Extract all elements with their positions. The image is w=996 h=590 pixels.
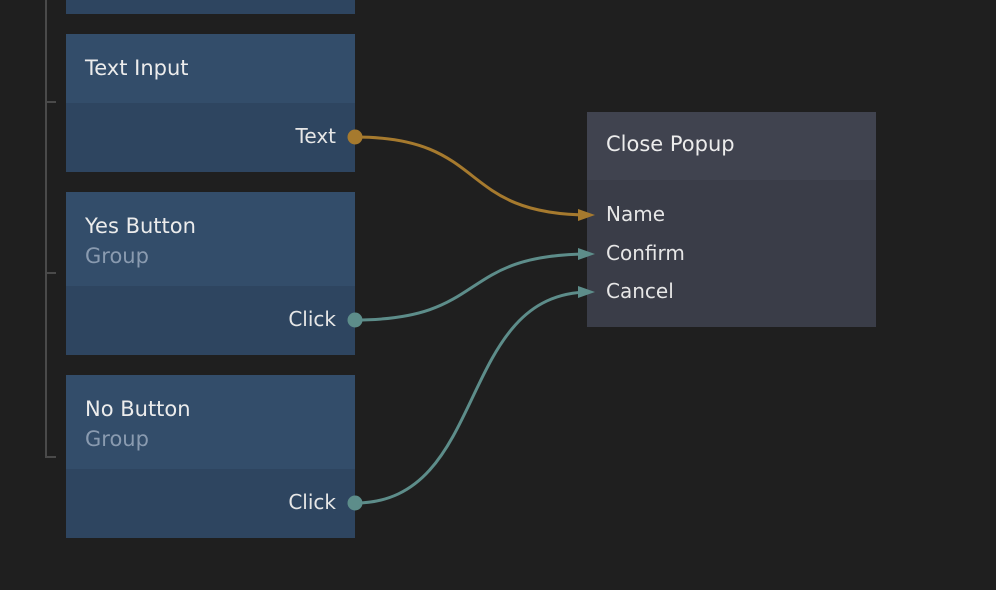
node-title: No Button [85, 397, 191, 421]
node-title: Yes Button [85, 214, 196, 238]
wire-text-to-name[interactable] [354, 135, 591, 217]
port-label-text: Text [295, 124, 336, 148]
node-no-button[interactable]: No Button Group Click [66, 375, 355, 538]
node-title: Close Popup [606, 132, 735, 156]
node-header: Close Popup [587, 112, 876, 180]
node-header: Yes Button Group [66, 192, 355, 286]
partial-node-top[interactable] [66, 0, 355, 14]
node-yes-button[interactable]: Yes Button Group Click [66, 192, 355, 355]
hierarchy-tick-text-input [45, 101, 56, 103]
port-label-cancel: Cancel [606, 279, 674, 303]
port-label-click: Click [288, 490, 336, 514]
port-label-click: Click [288, 307, 336, 331]
wire-no-click-to-cancel[interactable] [354, 290, 591, 505]
wire-yes-click-to-confirm[interactable] [354, 252, 591, 322]
port-label-confirm: Confirm [606, 241, 685, 265]
node-title: Text Input [85, 56, 189, 80]
output-port-dot-text[interactable] [347, 129, 363, 145]
node-subtitle: Group [85, 244, 149, 268]
port-label-name: Name [606, 202, 666, 226]
node-header: No Button Group [66, 375, 355, 469]
node-close-popup[interactable]: Close Popup Name Confirm Cancel [587, 112, 876, 327]
hierarchy-tick-no-button [45, 456, 56, 458]
hierarchy-tick-yes-button [45, 272, 56, 274]
output-port-dot-no-click[interactable] [347, 495, 363, 511]
node-text-input[interactable]: Text Input Text [66, 34, 355, 172]
input-arrow-name-icon [578, 209, 595, 221]
output-port-dot-yes-click[interactable] [347, 312, 363, 328]
hierarchy-vertical-line [45, 0, 47, 458]
node-subtitle: Group [85, 427, 149, 451]
input-arrow-confirm-icon [578, 248, 595, 260]
node-header: Text Input [66, 34, 355, 103]
input-arrow-cancel-icon [578, 286, 595, 298]
